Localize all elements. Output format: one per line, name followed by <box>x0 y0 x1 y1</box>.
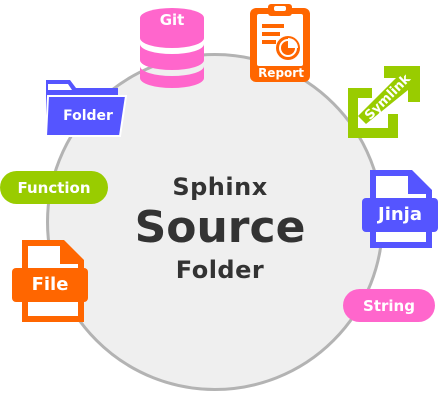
title-line-3: Folder <box>175 256 265 284</box>
report-label: Report <box>258 66 304 80</box>
git-label: Git <box>159 11 185 29</box>
function-pill: Function <box>0 171 108 204</box>
folder-label: Folder <box>63 108 113 124</box>
clipboard-chart-icon <box>250 4 310 82</box>
document-icon <box>362 170 438 248</box>
jinja-label: Jinja <box>378 204 422 225</box>
title-line-1: Sphinx <box>172 173 268 201</box>
folder-icon <box>44 80 128 137</box>
file-label: File <box>31 274 69 295</box>
string-pill: String <box>343 289 435 322</box>
title-line-2: Source <box>134 202 306 253</box>
database-icon <box>140 8 204 88</box>
symlink-arrow-icon <box>348 66 420 138</box>
document-icon <box>12 240 88 322</box>
